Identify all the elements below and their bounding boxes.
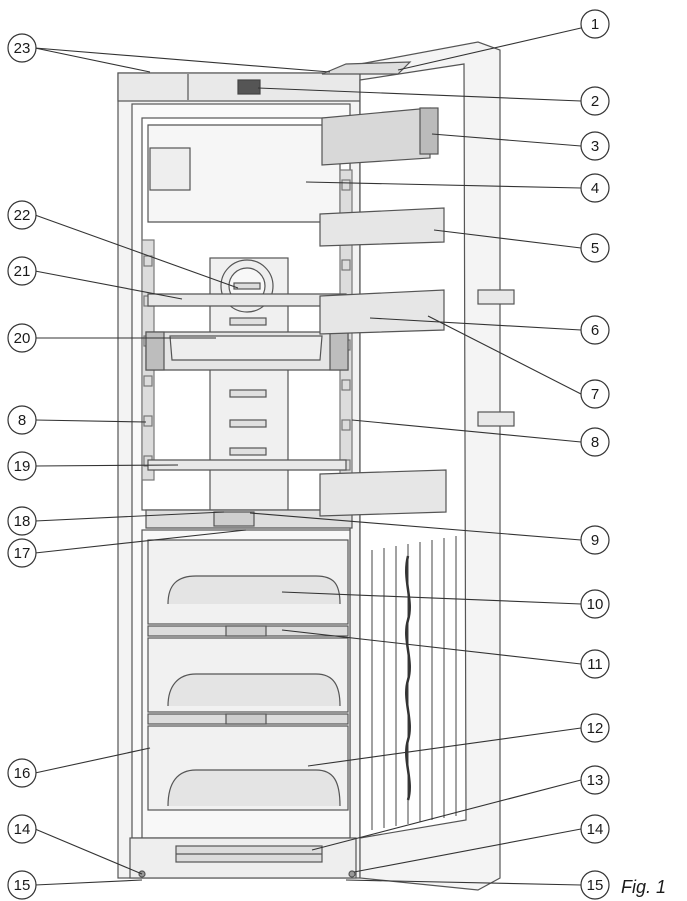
svg-text:5: 5	[591, 240, 599, 257]
foot-right	[348, 870, 356, 878]
drawers	[147, 539, 349, 811]
door-bin-6	[319, 289, 445, 335]
svg-text:12: 12	[587, 720, 604, 737]
svg-text:15: 15	[587, 877, 604, 894]
leader-lines	[34, 27, 582, 886]
door-handle-upper	[477, 289, 515, 305]
svg-text:18: 18	[14, 513, 31, 530]
svg-text:23: 23	[14, 40, 31, 57]
svg-text:7: 7	[591, 386, 599, 403]
door-bin-5	[319, 207, 445, 247]
callout-14-right: 14	[580, 814, 610, 844]
appliance-body	[117, 72, 361, 879]
svg-text:11: 11	[587, 656, 603, 673]
callout-15-right: 15	[580, 870, 610, 900]
svg-text:4: 4	[591, 180, 599, 197]
glass-shelf-lower	[147, 459, 347, 471]
callout-10: 10	[580, 589, 610, 619]
figure-caption: Fig. 1	[621, 877, 667, 897]
svg-text:6: 6	[591, 322, 599, 339]
svg-text:3: 3	[591, 138, 599, 155]
callout-17: 17	[7, 538, 37, 568]
callout-5: 5	[580, 233, 610, 263]
callout-9: 9	[580, 525, 610, 555]
svg-text:14: 14	[14, 821, 31, 838]
callout-13: 13	[580, 765, 610, 795]
door-bin-lower	[319, 469, 447, 517]
svg-text:20: 20	[14, 330, 31, 347]
svg-text:16: 16	[14, 765, 31, 782]
callout-1: 1	[580, 9, 610, 39]
callout-8-left: 8	[7, 405, 37, 435]
callout-21: 21	[7, 256, 37, 286]
control-panel	[237, 79, 261, 95]
callout-19: 19	[7, 451, 37, 481]
callout-7: 7	[580, 379, 610, 409]
svg-text:10: 10	[587, 596, 604, 613]
svg-text:1: 1	[591, 16, 599, 33]
svg-text:2: 2	[591, 93, 599, 110]
callout-20: 20	[7, 323, 37, 353]
svg-text:21: 21	[14, 263, 31, 280]
svg-text:17: 17	[14, 545, 31, 562]
callout-6: 6	[580, 315, 610, 345]
door-bin-3	[321, 107, 431, 166]
door	[319, 41, 515, 891]
callout-23: 23	[7, 33, 37, 63]
callout-18: 18	[7, 506, 37, 536]
callout-12: 12	[580, 713, 610, 743]
svg-text:14: 14	[587, 821, 604, 838]
callout-15-left: 15	[7, 870, 37, 900]
callout-22: 22	[7, 200, 37, 230]
svg-text:13: 13	[587, 772, 604, 789]
door-grille	[371, 536, 457, 830]
callout-8-right: 8	[580, 427, 610, 457]
callout-11: 11	[580, 649, 610, 679]
svg-text:8: 8	[591, 434, 599, 451]
glass-shelf-upper	[147, 293, 347, 307]
callout-3: 3	[580, 131, 610, 161]
svg-text:8: 8	[18, 412, 26, 429]
door-inner	[359, 63, 467, 839]
door-handle-lower	[477, 411, 515, 427]
svg-text:15: 15	[14, 877, 31, 894]
svg-text:19: 19	[14, 458, 31, 475]
callout-14-left: 14	[7, 814, 37, 844]
svg-text:22: 22	[14, 207, 31, 224]
callout-4: 4	[580, 173, 610, 203]
fan-cover	[149, 147, 191, 191]
callout-16: 16	[7, 758, 37, 788]
callout-2: 2	[580, 86, 610, 116]
callouts: 1 2 3 4 5 6 7 8 9 10 11 12 13 14 15 23 2…	[7, 9, 610, 900]
svg-text:9: 9	[591, 532, 599, 549]
